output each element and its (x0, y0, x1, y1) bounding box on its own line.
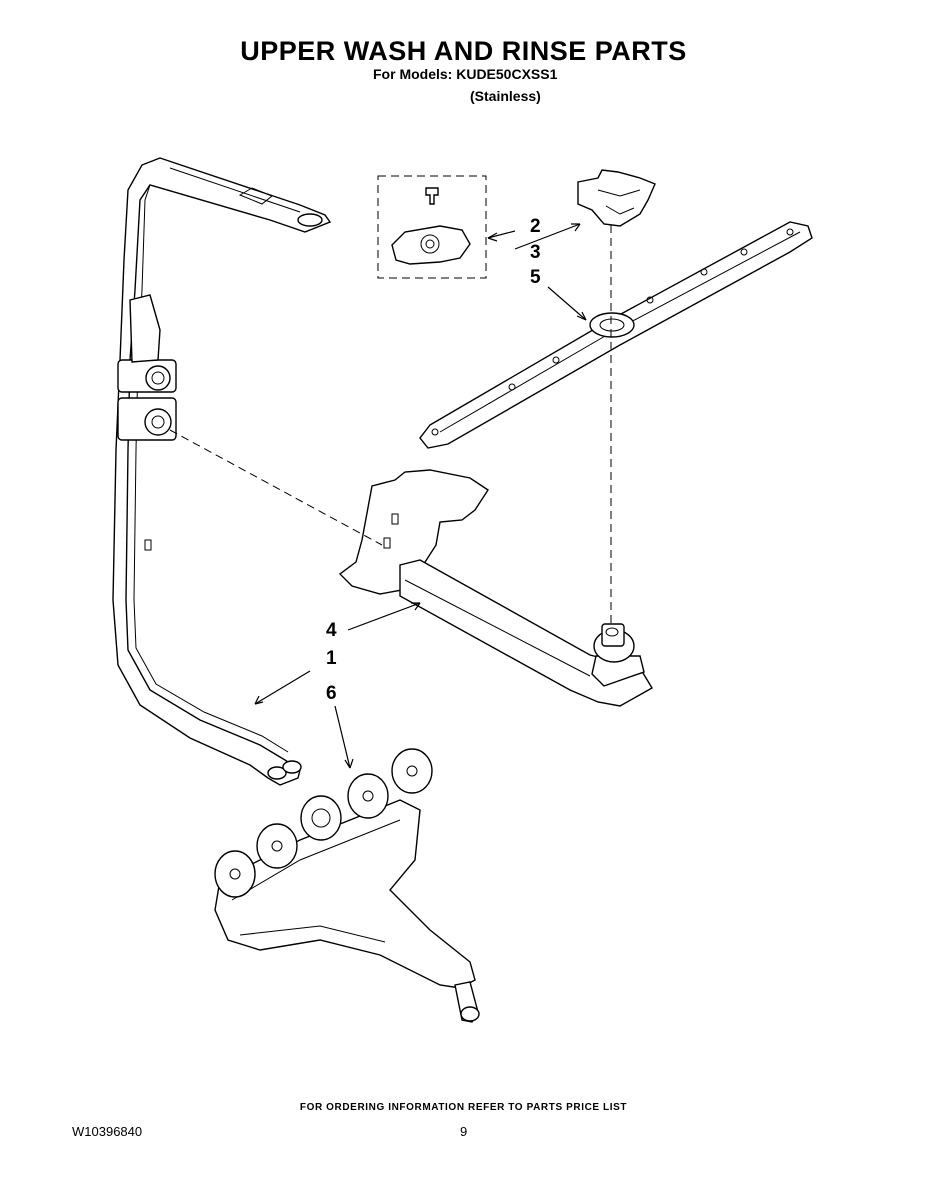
callout-5: 5 (530, 267, 541, 288)
part-6-spray-manifold (214, 748, 480, 1023)
ordering-note: FOR ORDERING INFORMATION REFER TO PARTS … (299, 1102, 628, 1113)
part-3-hub-clip (577, 169, 656, 227)
models-line: For Models: KUDE50CXSS1 (373, 66, 558, 82)
document-number: W10396840 (72, 1124, 143, 1139)
callout-2: 2 (530, 216, 541, 237)
callout-6: 6 (326, 683, 337, 704)
callout-1: 1 (326, 648, 337, 669)
part-2-3-box (377, 175, 487, 279)
leader-lines (254, 223, 587, 769)
finish-line: (Stainless) (470, 88, 541, 104)
page-number: 9 (460, 1124, 468, 1139)
callout-3: 3 (530, 242, 541, 263)
part-4-manifold-tube (338, 469, 653, 707)
page-title: UPPER WASH AND RINSE PARTS (240, 36, 687, 66)
assembly-lines (169, 225, 612, 628)
part-5-spray-arm (419, 221, 813, 449)
part-1-supply-tube (112, 157, 332, 786)
callout-4: 4 (326, 620, 337, 641)
callout-labels: 2 3 5 4 1 6 (326, 216, 541, 704)
